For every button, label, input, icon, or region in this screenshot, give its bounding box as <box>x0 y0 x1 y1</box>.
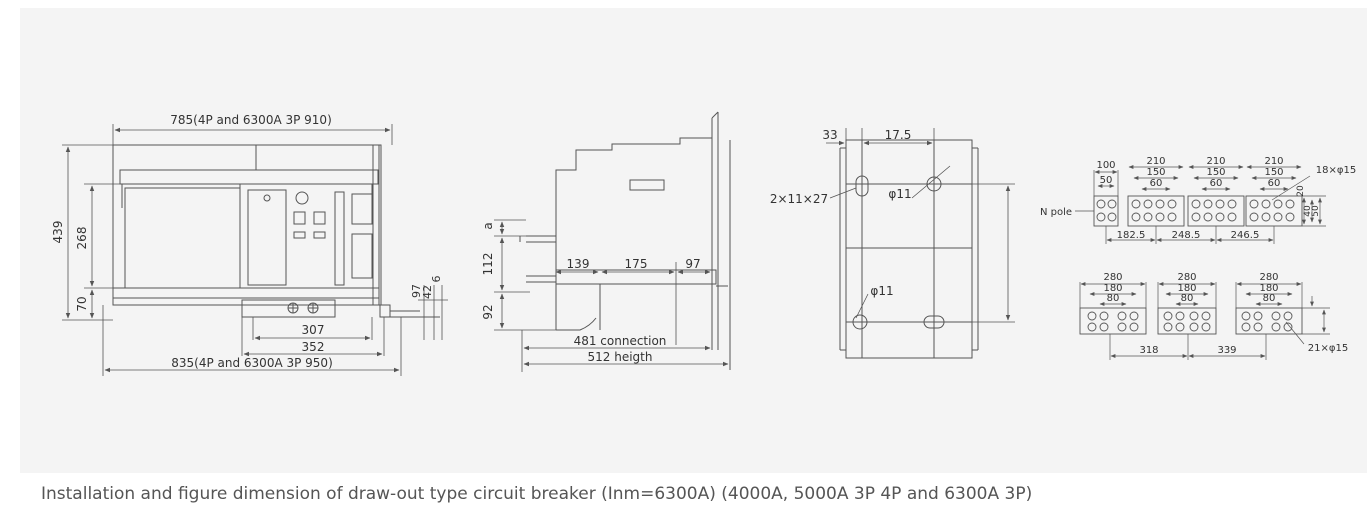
dim-plate-slot: 2×11×27 <box>770 192 828 206</box>
dim-term-g3-210: 210 <box>1264 156 1283 167</box>
dim-bterm-g1-80: 80 <box>1107 293 1120 304</box>
dim-side-92: 92 <box>481 304 495 319</box>
dim-term-holes-top: 18×φ15 <box>1316 165 1356 176</box>
mounting-plate-dimensions <box>826 128 1015 323</box>
dim-term-s246-5: 246.5 <box>1231 230 1260 241</box>
dim-term-w100: 100 <box>1096 160 1115 171</box>
dim-term-s182-5: 182.5 <box>1117 230 1146 241</box>
dim-term-g2-60: 60 <box>1210 178 1223 189</box>
terminal-holes-top <box>1096 199 1295 222</box>
dim-bterm-holes: 21×φ15 <box>1308 343 1348 354</box>
dim-term-h50: 50 <box>1311 205 1321 217</box>
side-view <box>519 111 731 370</box>
dim-bterm-g2-80: 80 <box>1181 293 1194 304</box>
dim-side-connection: 481 connection <box>574 334 667 348</box>
dim-plate-hole-bottom: φ11 <box>870 284 893 298</box>
dim-front-97: 97 <box>410 284 423 298</box>
dim-front-42: 42 <box>421 285 434 299</box>
dim-side-97: 97 <box>685 257 700 271</box>
dim-term-g1-150: 150 <box>1146 167 1165 178</box>
terminals-top <box>1093 195 1303 227</box>
dim-bterm-s339: 339 <box>1217 345 1236 356</box>
dim-plate-hole-top: φ11 <box>888 187 911 201</box>
dim-term-h20: 20 <box>1296 185 1306 197</box>
dim-front-height-mid: 268 <box>75 227 89 250</box>
dim-term-g3-60: 60 <box>1268 178 1281 189</box>
front-view <box>112 144 440 318</box>
dim-term-g1-60: 60 <box>1150 178 1163 189</box>
side-view-dimensions <box>494 219 729 372</box>
terminals-bottom <box>1079 307 1303 335</box>
dim-plate-17-5: 17.5 <box>885 128 912 142</box>
terminals-bottom-dimensions <box>1079 282 1330 360</box>
dim-bterm-g3-180: 180 <box>1259 283 1278 294</box>
dim-term-g3-150: 150 <box>1264 167 1283 178</box>
dim-term-g2-150: 150 <box>1206 167 1225 178</box>
dim-bterm-g1-180: 180 <box>1103 283 1122 294</box>
dim-front-height-total: 439 <box>51 221 65 244</box>
terminals-top-dimensions <box>1075 165 1326 244</box>
dim-side-a: a <box>481 222 495 229</box>
terminal-holes-bottom <box>1087 311 1293 332</box>
dim-front-6: 6 <box>430 276 443 283</box>
dim-front-width-bottom: 835(4P and 6300A 3P 950) <box>171 356 333 370</box>
dim-front-307: 307 <box>302 323 325 337</box>
dim-side-139: 139 <box>567 257 590 271</box>
mounting-plate <box>839 139 979 359</box>
figure-caption: Installation and figure dimension of dra… <box>41 484 1033 504</box>
dim-term-s248-5: 248.5 <box>1172 230 1201 241</box>
label-n-pole: N pole <box>1040 207 1072 218</box>
dim-bterm-g3-280: 280 <box>1259 272 1278 283</box>
dim-side-175: 175 <box>625 257 648 271</box>
dim-term-h40: 40 <box>1303 205 1313 217</box>
dim-bterm-g2-280: 280 <box>1177 272 1196 283</box>
dim-bterm-g2-180: 180 <box>1177 283 1196 294</box>
dim-term-g2-210: 210 <box>1206 156 1225 167</box>
dim-term-w50: 50 <box>1100 175 1113 186</box>
dim-side-112: 112 <box>481 253 495 276</box>
dim-bterm-g1-280: 280 <box>1103 272 1122 283</box>
dim-front-352: 352 <box>302 340 325 354</box>
dim-plate-33: 33 <box>822 128 837 142</box>
dim-bterm-s318: 318 <box>1139 345 1158 356</box>
dim-side-height: 512 heigth <box>588 350 653 364</box>
dim-bterm-g3-80: 80 <box>1263 293 1276 304</box>
dim-front-height-bottom: 70 <box>75 296 89 311</box>
front-view-dimensions <box>62 124 448 376</box>
dim-front-width-top: 785(4P and 6300A 3P 910) <box>170 113 332 127</box>
dim-term-g1-210: 210 <box>1146 156 1165 167</box>
